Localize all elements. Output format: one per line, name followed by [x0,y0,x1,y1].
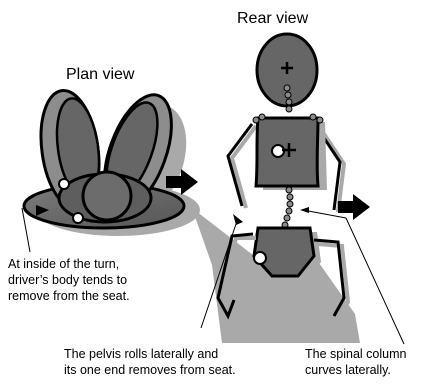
pelvis-marker [254,252,266,264]
plan-view-title: Plan view [66,66,134,84]
plan-marker-lower [73,213,83,223]
plan-view-figure [24,86,201,236]
inside-turn-caption: At inside of the turn, driver’s body ten… [8,256,130,304]
caption-line: The spinal column [305,346,406,362]
caption-line: curves laterally. [305,362,406,378]
caption-line: remove from the seat. [8,288,130,304]
caption-line: driver’s body tends to [8,272,130,288]
rear-view-title: Rear view [237,10,308,28]
caption-line: At inside of the turn, [8,256,130,272]
pelvis-caption: The pelvis rolls laterally and its one e… [64,346,236,378]
plan-head [83,172,131,220]
plan-marker-upper [59,179,69,189]
spine-caption: The spinal column curves laterally. [305,346,406,378]
caption-line: its one end removes from seat. [64,362,236,378]
rear-torso [256,118,318,186]
rear-view-figure [192,34,360,343]
caption-line: The pelvis rolls laterally and [64,346,236,362]
direction-arrow-icon [338,194,370,220]
spinal-column [282,187,293,228]
